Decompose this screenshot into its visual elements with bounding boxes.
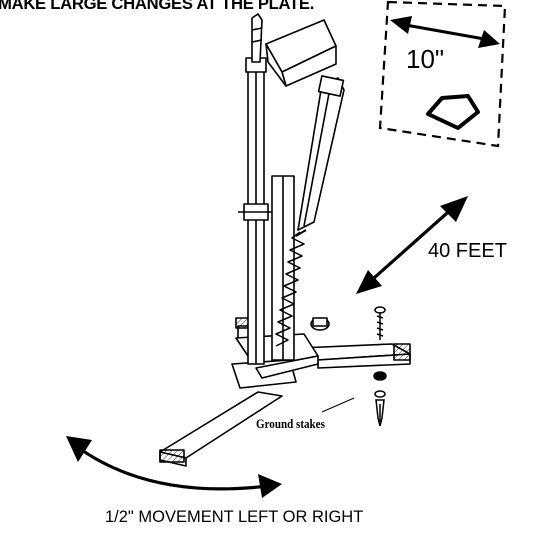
pitch-distance-label: 40 FEET [428, 240, 507, 262]
plate-inset [378, 0, 507, 148]
plate-inset-frame [378, 0, 507, 148]
double-arrow-icon [356, 196, 468, 294]
plate-distance-label: 10" [406, 44, 445, 74]
machine-arm [271, 75, 345, 361]
header-text: MAKE LARGE CHANGES AT THE PLATE. [0, 0, 315, 13]
ground-stake-icon [373, 306, 387, 427]
machine-post [238, 13, 337, 365]
ground-stakes-label: Ground stakes [256, 416, 325, 431]
stakes-pointer [321, 397, 355, 413]
movement-caption: 1/2" MOVEMENT LEFT OR RIGHT [105, 508, 364, 526]
double-arrow-icon [66, 436, 282, 498]
double-arrow-icon [390, 16, 500, 48]
home-plate-icon [426, 94, 480, 130]
